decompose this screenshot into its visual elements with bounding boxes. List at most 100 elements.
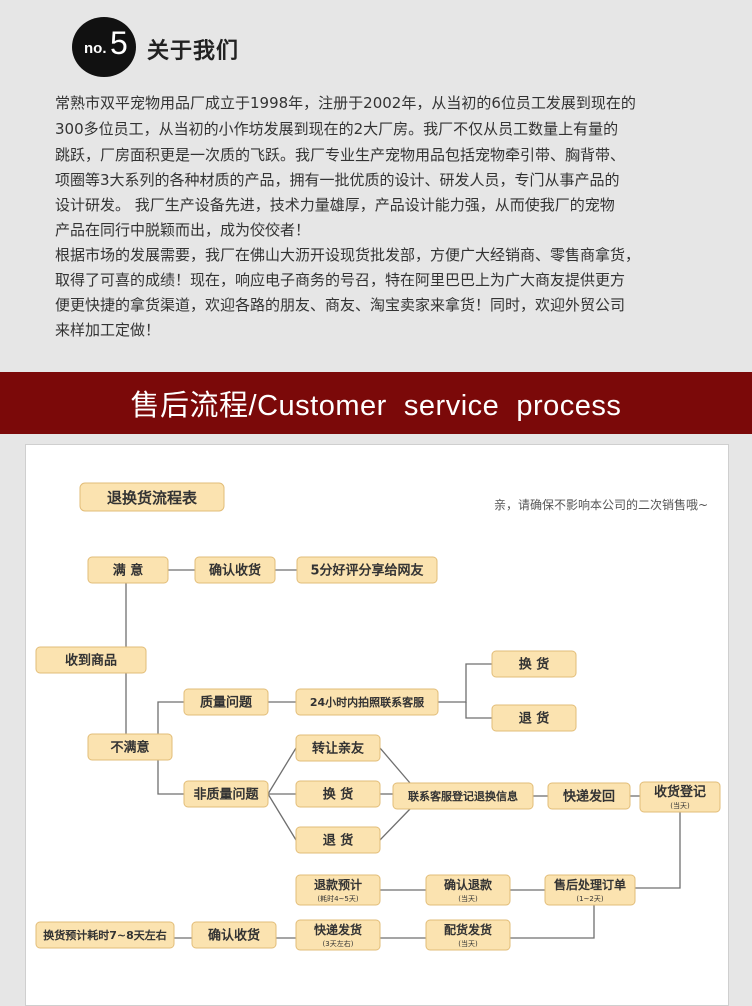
flow-node-sublabel: (当天) <box>458 894 478 903</box>
flow-node-express-ship: 快递发货 (3天左右) <box>295 919 381 951</box>
flow-node-label: 联系客服登记退换信息 <box>408 789 518 803</box>
flow-connector <box>157 760 184 795</box>
flow-node-label: 换 货 <box>519 657 550 673</box>
flow-node-sublabel: (1~2天) <box>576 895 604 903</box>
flow-connector <box>465 702 492 719</box>
about-line-5: 设计研发。 我厂生产设备先进，技术力量雄厚，产品设计能力强，从而使我厂的宠物 <box>55 196 615 214</box>
flow-node-box <box>491 650 577 678</box>
flow-node-box <box>547 782 631 810</box>
about-line-8: 取得了可喜的成绩！现在，响应电子商务的号召，特在阿里巴巴上为广大商友提供更方 <box>55 271 626 289</box>
flow-node-box <box>295 734 381 762</box>
flow-node-sublabel: (耗时4~5天) <box>317 894 359 903</box>
flow-node-prepare-ship: 配货发货(当天) <box>425 919 511 951</box>
flow-node-label: 快递发回 <box>563 789 615 805</box>
flow-node-box <box>425 919 511 951</box>
flow-node-box <box>35 646 147 674</box>
flow-node-label: 质量问题 <box>200 695 253 711</box>
flow-node-box <box>35 921 175 949</box>
flow-title: 退换货流程表 <box>107 489 198 507</box>
flow-node-box <box>491 704 577 732</box>
flow-node-receipt-register: 收货登记(当天) <box>639 781 721 813</box>
flow-node-box <box>87 733 173 761</box>
flow-node-label: 转让亲友 <box>312 741 364 757</box>
about-line-9: 便更快捷的拿货渠道，欢迎各路的朋友、商友、淘宝卖家来拿货！同时，欢迎外贸公司 <box>55 296 626 314</box>
flow-connector <box>438 663 492 703</box>
flow-node-exchange-1: 换 货 <box>491 650 577 678</box>
flow-connector <box>157 701 184 734</box>
flow-node-label: 5分好评分享给网友 <box>310 563 423 579</box>
flow-node-label: 满 意 <box>113 563 144 579</box>
flow-connector <box>379 747 411 784</box>
flow-node-box <box>425 874 511 906</box>
flow-connector <box>635 812 681 889</box>
flow-node-box <box>183 688 269 716</box>
flow-node-box <box>295 919 381 951</box>
flow-node-box <box>639 781 721 813</box>
flow-node-label: 收到商品 <box>65 653 117 669</box>
flow-connector <box>510 905 595 939</box>
flow-connector <box>379 808 411 841</box>
flow-node-sublabel: (当天) <box>458 939 478 948</box>
banner-title: 售后流程/Customer service process <box>130 390 622 422</box>
flow-node-confirm-receipt-2: 确认收货 <box>191 921 277 949</box>
flow-node-contact-24h: 24小时内拍照联系客服 <box>295 688 439 716</box>
flow-node-refund-estimate: 退款预计 (耗时4~5天) <box>295 874 381 906</box>
flow-node-label: 收货登记 <box>654 784 706 800</box>
flow-connector <box>267 747 297 795</box>
flow-node-label: 售后处理订单 <box>554 877 626 892</box>
flow-connector <box>267 793 297 841</box>
flow-node-transfer-friend: 转让亲友 <box>295 734 381 762</box>
section-number-badge: no. 5 <box>72 17 136 77</box>
flow-node-non-quality: 非质量问题 <box>183 780 269 808</box>
flow-node-label: 24小时内拍照联系客服 <box>310 695 425 709</box>
flow-connectors <box>125 569 681 939</box>
flow-node-refund-1: 退 货 <box>491 704 577 732</box>
flow-node-express-back: 快递发回 <box>547 782 631 810</box>
flow-node-label: 非质量问题 <box>193 787 259 803</box>
flow-node-label: 确认收货 <box>208 928 260 944</box>
flow-node-confirm-receipt-1: 确认收货 <box>194 556 276 584</box>
flow-node-label: 确认收货 <box>209 563 261 579</box>
flow-node-box <box>191 921 277 949</box>
about-line-2: 300多位员工，从当初的小作坊发展到现在的2大厂房。我厂不仅从员工数量上有量的 <box>55 120 619 138</box>
flow-node-confirm-refund: 确认退款 (当天) <box>425 874 511 906</box>
flow-node-five-star: 5分好评分享给网友 <box>296 556 438 584</box>
flow-node-box <box>295 780 381 808</box>
flow-node-label: 换货预计耗时7~8天左右 <box>43 928 167 942</box>
flow-node-satisfied: 满 意 <box>87 556 169 584</box>
flow-node-sublabel: (当天) <box>670 801 690 810</box>
about-section: no. 5 关于我们 常熟市双平宠物用品厂成立于1998年，注册于2002年，从… <box>0 0 752 372</box>
flow-node-after-sale-order: 售后处理订单 (1~2天) <box>544 874 636 906</box>
about-line-6: 产品在同行中脱颖而出，成为佼佼者！ <box>55 221 311 239</box>
about-line-7: 根据市场的发展需要，我厂在佛山大沥开设现货批发部，方便广大经销商、零售商拿货， <box>55 246 641 264</box>
about-line-10: 来样加工定做！ <box>55 321 161 339</box>
flow-node-label: 退 货 <box>323 833 354 849</box>
about-line-3: 跳跃，厂房面积更是一次质的飞跃。我厂专业生产宠物用品包括宠物牵引带、胸背带、 <box>55 146 626 164</box>
flow-node-unsatisfied: 不满意 <box>87 733 173 761</box>
flow-node-label: 退 货 <box>519 711 550 727</box>
flow-node-box <box>392 782 534 810</box>
about-title: 关于我们 <box>147 39 240 64</box>
flow-node-label: 退款预计 <box>314 877 362 892</box>
about-line-1: 常熟市双平宠物用品厂成立于1998年，注册于2002年，从当初的6位员工发展到现… <box>55 94 636 112</box>
flow-node-quality-issue: 质量问题 <box>183 688 269 716</box>
flow-node-label: 换 货 <box>323 787 354 803</box>
flow-node-box <box>295 688 439 716</box>
flow-node-box <box>87 556 169 584</box>
flow-node-received: 收到商品 <box>35 646 147 674</box>
flow-node-box <box>544 874 636 906</box>
flow-node-box <box>295 874 381 906</box>
flow-node-exchange-estimate: 换货预计耗时7~8天左右 <box>35 921 175 949</box>
flow-node-label: 快递发货 <box>314 922 362 937</box>
flow-notice: 亲，请确保不影响本公司的二次销售哦~ <box>494 497 708 512</box>
flow-node-label: 不满意 <box>110 740 149 756</box>
badge-number: 5 <box>110 25 128 61</box>
flow-node-contact-register: 联系客服登记退换信息 <box>392 782 534 810</box>
flow-node-sublabel: (3天左右) <box>323 939 354 948</box>
flow-title-box: 退换货流程表 <box>79 482 225 512</box>
banner-band <box>0 372 752 434</box>
flow-node-box <box>194 556 276 584</box>
flow-node-label: 确认退款 <box>444 877 493 892</box>
